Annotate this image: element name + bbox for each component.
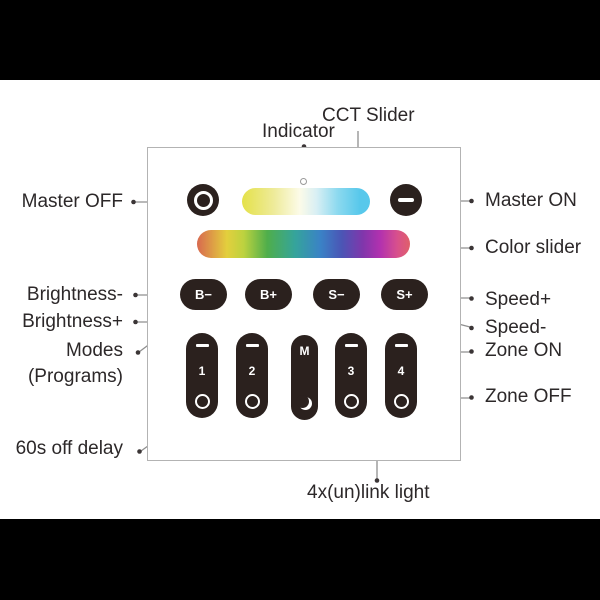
zone4-button[interactable]: 4 — [385, 333, 417, 418]
callout-link-light: 4x(un)link light — [307, 482, 430, 503]
master-on-button[interactable] — [390, 184, 422, 216]
brightness-plus-button-label: B+ — [260, 287, 277, 302]
speed-minus-button-label: S− — [328, 287, 345, 302]
callout-brightness-minus: Brightness- — [26, 284, 123, 305]
zone-on-icon — [245, 344, 259, 347]
callout-off-delay: 60s off delay — [15, 438, 123, 459]
indicator-led — [300, 178, 307, 185]
power-on-icon — [398, 198, 414, 202]
power-off-icon — [193, 190, 213, 210]
brightness-minus-button[interactable]: B− — [180, 279, 227, 310]
color-slider[interactable] — [197, 230, 410, 258]
master-off-button[interactable] — [187, 184, 219, 216]
callout-indicator: Indicator — [262, 121, 335, 142]
callout-cct-slider: CCT Slider — [322, 105, 415, 126]
callout-master-on: Master ON — [485, 190, 577, 211]
zone1-label: 1 — [198, 363, 206, 378]
brightness-minus-button-label: B− — [195, 287, 212, 302]
zone-off-icon — [244, 394, 260, 409]
letterbox-top — [0, 0, 600, 80]
callout-speed-plus: Speed+ — [485, 289, 552, 310]
mode-button-label: M — [299, 344, 310, 358]
callout-master-off: Master OFF — [21, 191, 123, 212]
zone-off-icon — [343, 394, 359, 409]
zone2-button[interactable]: 2 — [236, 333, 268, 418]
callout-speed-minus: Speed- — [485, 317, 547, 338]
zone1-button[interactable]: 1 — [186, 333, 218, 418]
speed-minus-button[interactable]: S− — [313, 279, 360, 310]
moon-icon — [296, 395, 309, 408]
zone3-label: 3 — [347, 363, 355, 378]
speed-plus-button-label: S+ — [396, 287, 413, 302]
zone2-label: 2 — [248, 363, 256, 378]
cct-slider[interactable] — [242, 188, 370, 215]
callout-modes: Modes — [65, 340, 123, 361]
zone4-label: 4 — [397, 363, 405, 378]
brightness-plus-button[interactable]: B+ — [245, 279, 292, 310]
zone-on-icon — [195, 344, 209, 347]
callout-zone-on: Zone ON — [485, 340, 563, 361]
callout-color-slider: Color slider — [485, 237, 582, 258]
mode-button[interactable]: M — [291, 335, 318, 420]
letterbox-bottom — [0, 519, 600, 600]
zone-off-icon — [393, 394, 409, 409]
zone-off-icon — [194, 394, 210, 409]
zone-on-icon — [394, 344, 408, 347]
speed-plus-button[interactable]: S+ — [381, 279, 428, 310]
zone3-button[interactable]: 3 — [335, 333, 367, 418]
zone-on-icon — [344, 344, 358, 347]
callout-brightness-plus: Brightness+ — [22, 311, 123, 332]
callout-zone-off: Zone OFF — [485, 386, 572, 407]
callout-programs: (Programs) — [27, 366, 123, 387]
